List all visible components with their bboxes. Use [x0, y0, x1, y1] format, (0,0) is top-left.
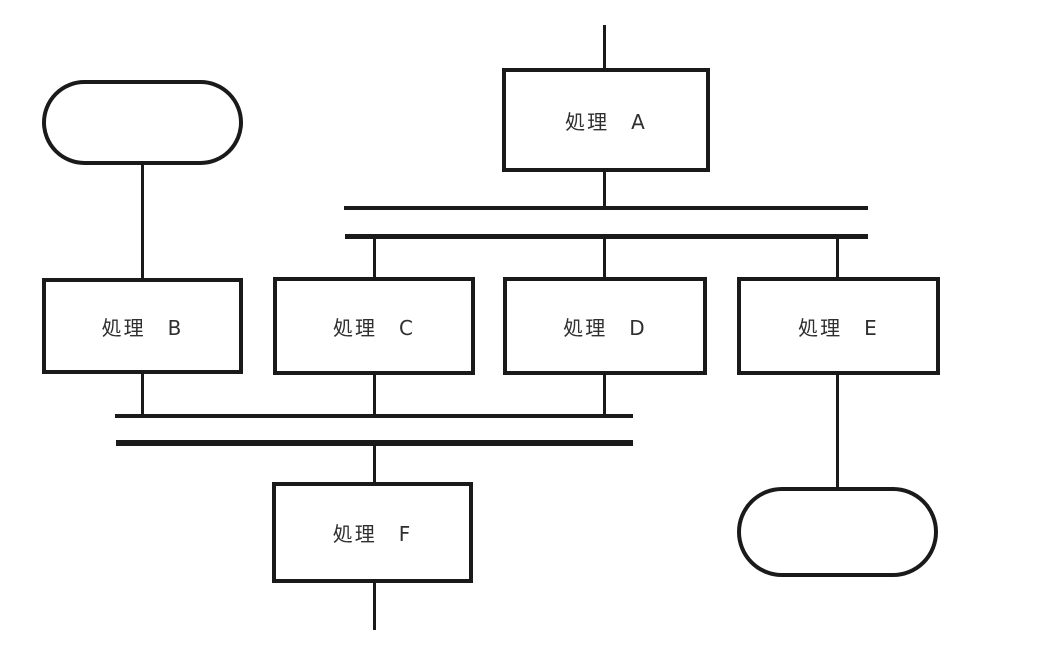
join-bar-lower	[116, 440, 633, 446]
process-b-box: 処理 B	[42, 278, 243, 374]
fork-bar-upper	[344, 206, 868, 210]
connector-fork-to-process-d	[603, 239, 606, 279]
process-a-label: 処理 A	[565, 109, 647, 134]
join-bar-upper	[115, 414, 633, 418]
start-terminator	[42, 80, 243, 165]
process-e-label: 処理 E	[798, 315, 879, 340]
process-d-box: 処理 D	[503, 277, 707, 375]
process-d-label: 処理 D	[563, 315, 647, 340]
connector-process-c-to-join	[373, 375, 376, 416]
connector-top-to-process-a	[603, 25, 606, 69]
process-a-box: 処理 A	[502, 68, 710, 172]
connector-fork-to-process-e	[836, 239, 839, 279]
connector-terminator-to-process-b	[141, 165, 144, 278]
connector-process-a-to-fork	[603, 172, 606, 208]
process-c-label: 処理 C	[333, 315, 415, 340]
connector-process-f-to-bottom	[373, 583, 376, 630]
process-f-box: 処理 F	[272, 482, 473, 583]
process-b-label: 処理 B	[101, 315, 184, 340]
connector-process-b-to-join	[141, 374, 144, 416]
process-f-label: 処理 F	[332, 522, 413, 546]
connector-process-d-to-join	[603, 375, 606, 416]
connector-fork-to-process-c	[373, 239, 376, 279]
end-terminator	[737, 487, 938, 577]
connector-process-e-to-terminator	[836, 375, 839, 488]
process-c-box: 処理 C	[273, 277, 475, 375]
connector-join-to-process-f	[373, 446, 376, 484]
fork-bar-lower	[345, 234, 868, 239]
process-e-box: 処理 E	[737, 277, 940, 375]
